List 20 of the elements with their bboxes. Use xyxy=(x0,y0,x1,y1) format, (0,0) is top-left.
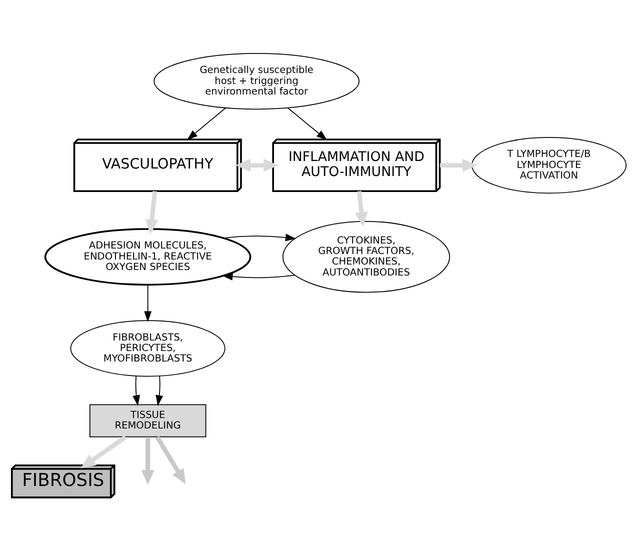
arrow xyxy=(145,190,158,234)
arrow xyxy=(440,158,478,172)
arrow xyxy=(236,158,278,172)
arrow xyxy=(156,376,164,406)
node-ellipse: FIBROBLASTS, PERICYTES, MYOFIBROBLASTS xyxy=(70,320,226,377)
node-ellipse: ADHESION MOLECULES, ENDOTHELIN-1, REACTIVE OXYGEN SPECIES xyxy=(44,228,252,286)
arrow xyxy=(222,234,296,242)
arrow xyxy=(144,284,152,322)
arrow xyxy=(186,108,226,140)
arrow xyxy=(132,376,140,406)
node-ellipse: T LYMPHOCYTE/B LYMPHOCYTE ACTIVATION xyxy=(471,137,627,194)
node-box: TISSUE REMODELING xyxy=(89,404,206,438)
node-ellipse: Genetically susceptible host + triggering environmental factor xyxy=(154,53,360,110)
arrow xyxy=(80,435,127,468)
arrow xyxy=(222,272,296,280)
arrow xyxy=(354,190,368,227)
arrow xyxy=(155,436,186,484)
node-ellipse: CYTOKINES, GROWTH FACTORS, CHEMOKINES, AUTOANTIBODIES xyxy=(282,221,450,293)
arrow xyxy=(141,437,154,485)
arrow xyxy=(287,107,328,140)
